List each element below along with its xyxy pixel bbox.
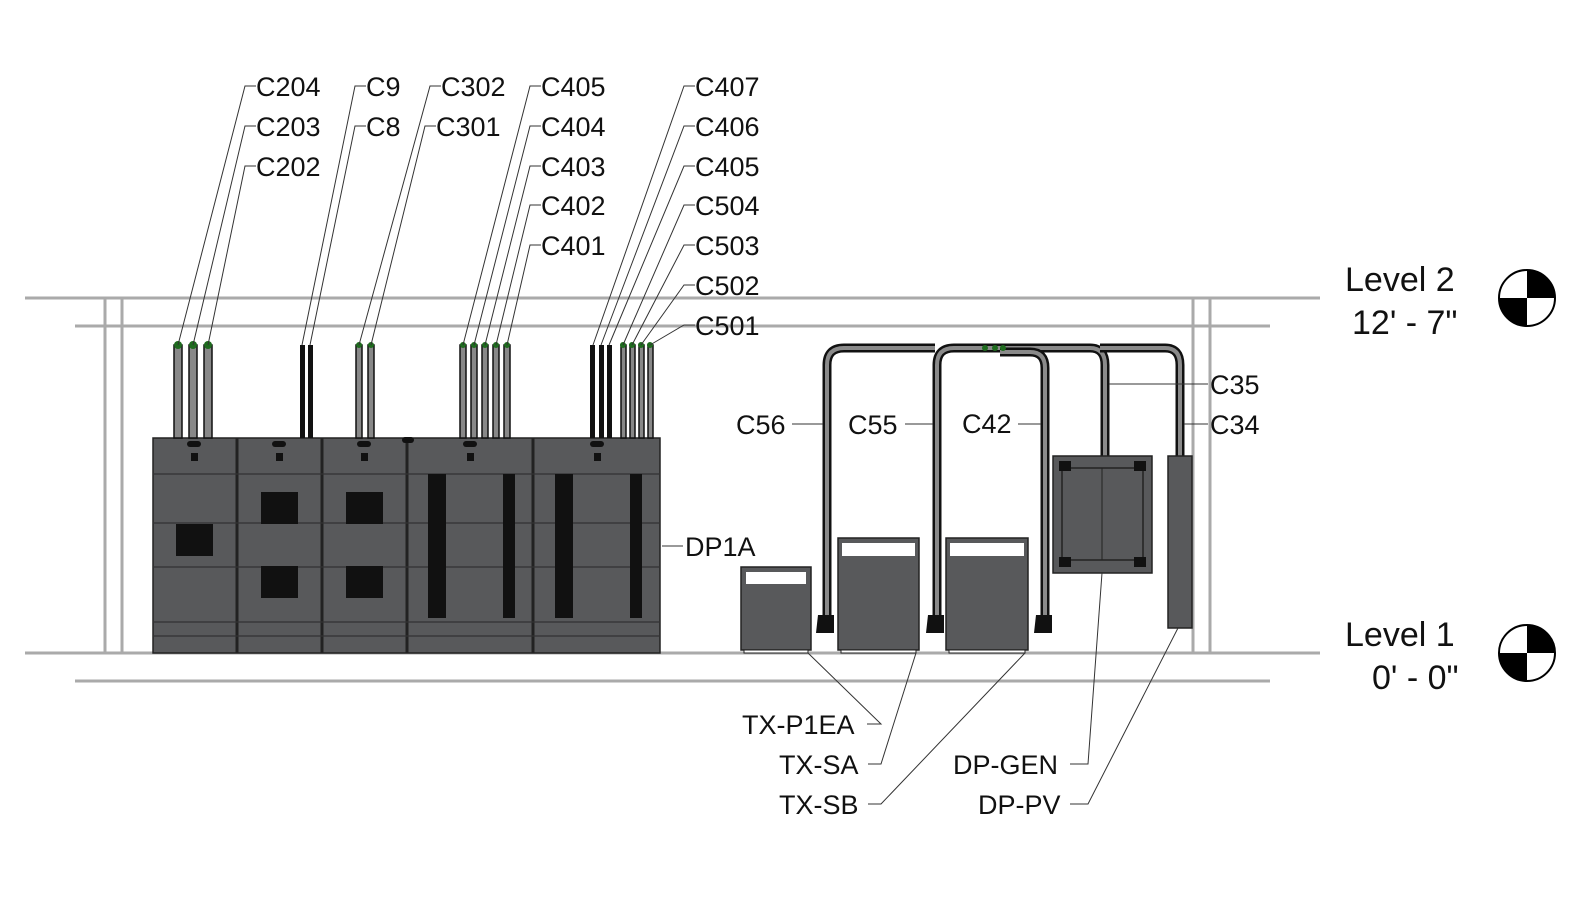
conduit-tag[interactable]: C8: [366, 112, 401, 142]
transformer-tx-sb[interactable]: [945, 537, 1029, 654]
level-2-elevation: 12' - 7": [1352, 304, 1458, 342]
conduit-tag[interactable]: C404: [541, 112, 606, 142]
conduit-tag[interactable]: C503: [695, 231, 760, 261]
conduit-tag[interactable]: C504: [695, 191, 760, 221]
conduit-tag[interactable]: C403: [541, 152, 606, 182]
conduit-tag[interactable]: C301: [436, 112, 501, 142]
conduit-tag[interactable]: C56: [736, 410, 786, 440]
conduit-tag[interactable]: C9: [366, 72, 401, 102]
conduit-tag[interactable]: C407: [695, 72, 760, 102]
equipment-tag-tx-sb[interactable]: TX-SB: [779, 790, 859, 820]
overhead-conduits: [816, 343, 1185, 633]
equipment-tag-dp-gen[interactable]: DP-GEN: [953, 750, 1058, 780]
conduit-tag[interactable]: C402: [541, 191, 606, 221]
level-2-marker[interactable]: Level 2 12' - 7": [1345, 261, 1556, 342]
switchboard-dp1a[interactable]: [152, 437, 661, 654]
conduit-tag[interactable]: C405: [695, 152, 760, 182]
conduit-tag[interactable]: C204: [256, 72, 321, 102]
panel-dp-gen[interactable]: [1052, 455, 1153, 574]
equipment-tag-tx-sa[interactable]: TX-SA: [779, 750, 859, 780]
level-2-name: Level 2: [1345, 261, 1455, 299]
conduit-tag[interactable]: C406: [695, 112, 760, 142]
conduit-tag[interactable]: C202: [256, 152, 321, 182]
level-1-name: Level 1: [1345, 616, 1455, 654]
transformer-tx-sa[interactable]: [837, 537, 920, 654]
conduit-tag[interactable]: C302: [441, 72, 506, 102]
conduit-tag[interactable]: C405: [541, 72, 606, 102]
conduit-stubs: [173, 341, 654, 439]
equipment-tag-tx-p1ea[interactable]: TX-P1EA: [742, 710, 855, 740]
level-1-marker[interactable]: Level 1 0' - 0": [1345, 616, 1556, 697]
conduit-tag[interactable]: C401: [541, 231, 606, 261]
transformer-tx-p1ea[interactable]: [740, 566, 812, 654]
equipment-tag-dp1a[interactable]: DP1A: [685, 532, 756, 562]
conduit-tag[interactable]: C55: [848, 410, 898, 440]
panel-dp-pv[interactable]: [1167, 455, 1193, 629]
conduit-tag[interactable]: C35: [1210, 370, 1260, 400]
conduit-tag[interactable]: C42: [962, 409, 1012, 439]
equipment-tag-dp-pv[interactable]: DP-PV: [978, 790, 1061, 820]
conduit-tag[interactable]: C34: [1210, 410, 1260, 440]
level-1-elevation: 0' - 0": [1372, 659, 1459, 697]
conduit-tags: C204 C203 C202 C9 C8 C302 C301 C405 C404…: [256, 72, 1260, 440]
conduit-tag[interactable]: C501: [695, 311, 760, 341]
conduit-tag[interactable]: C203: [256, 112, 321, 142]
conduit-tag[interactable]: C502: [695, 271, 760, 301]
tag-leaders: [177, 85, 1208, 805]
equipment-tags: DP1A TX-P1EA TX-SA TX-SB DP-GEN DP-PV: [685, 532, 1061, 820]
